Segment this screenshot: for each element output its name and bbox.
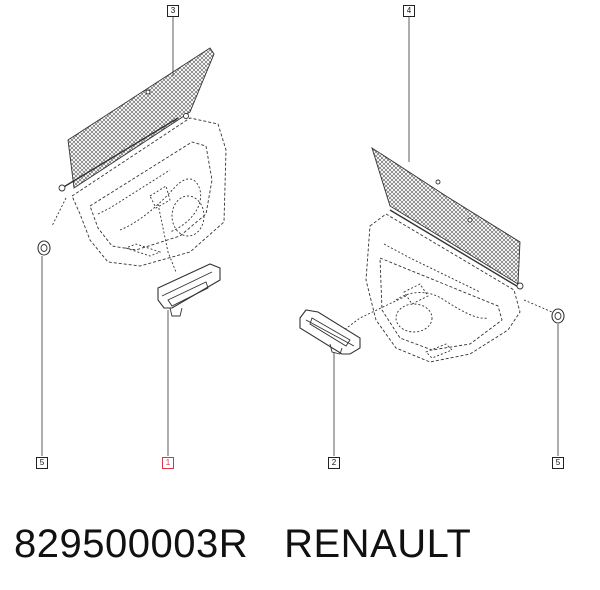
left-door-assembly <box>37 47 227 317</box>
callout-4: 4 <box>403 5 415 17</box>
left-door-panel <box>71 117 227 267</box>
part-info: 829500003R RENAULT <box>14 514 471 574</box>
part-number: 829500003R <box>14 521 249 566</box>
right-switch-bezel <box>299 309 361 355</box>
leader-lines <box>41 16 559 456</box>
callout-3: 3 <box>167 5 179 17</box>
left-switch-bezel <box>157 263 221 309</box>
callout-1[interactable]: 1 <box>162 457 174 469</box>
parts-diagram <box>37 16 565 456</box>
brand-name: RENAULT <box>284 521 472 566</box>
right-sunshade <box>371 146 521 285</box>
callout-5-right: 5 <box>552 457 564 469</box>
callout-5-left: 5 <box>36 457 48 469</box>
right-door-assembly <box>299 146 565 363</box>
callout-2: 2 <box>328 457 340 469</box>
left-sunshade <box>67 47 215 189</box>
